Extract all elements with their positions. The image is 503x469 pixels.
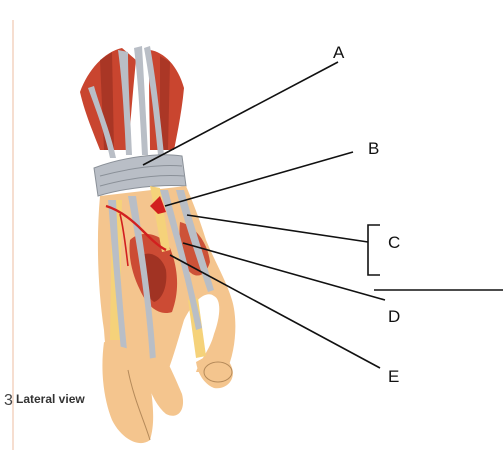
forearm-muscles [80, 46, 184, 158]
label-b: B [368, 139, 379, 158]
label-d: D [388, 307, 400, 326]
hand-body [97, 186, 236, 390]
leader-line-c [186, 214, 369, 243]
leader-line-a [142, 61, 339, 166]
leader-line-d [182, 242, 386, 301]
label-c: C [388, 233, 400, 252]
radial-artery [105, 204, 167, 252]
leader-line-e [169, 254, 381, 369]
label-a: A [333, 43, 345, 62]
label-e: E [388, 367, 399, 386]
panel-number: 3 [4, 392, 13, 409]
view-caption: Lateral view [16, 392, 85, 406]
fingers [102, 342, 233, 444]
bracket-c [367, 224, 380, 276]
hand-illustration [80, 46, 236, 444]
leader-line-b [164, 151, 354, 207]
leader-lines [142, 61, 503, 369]
